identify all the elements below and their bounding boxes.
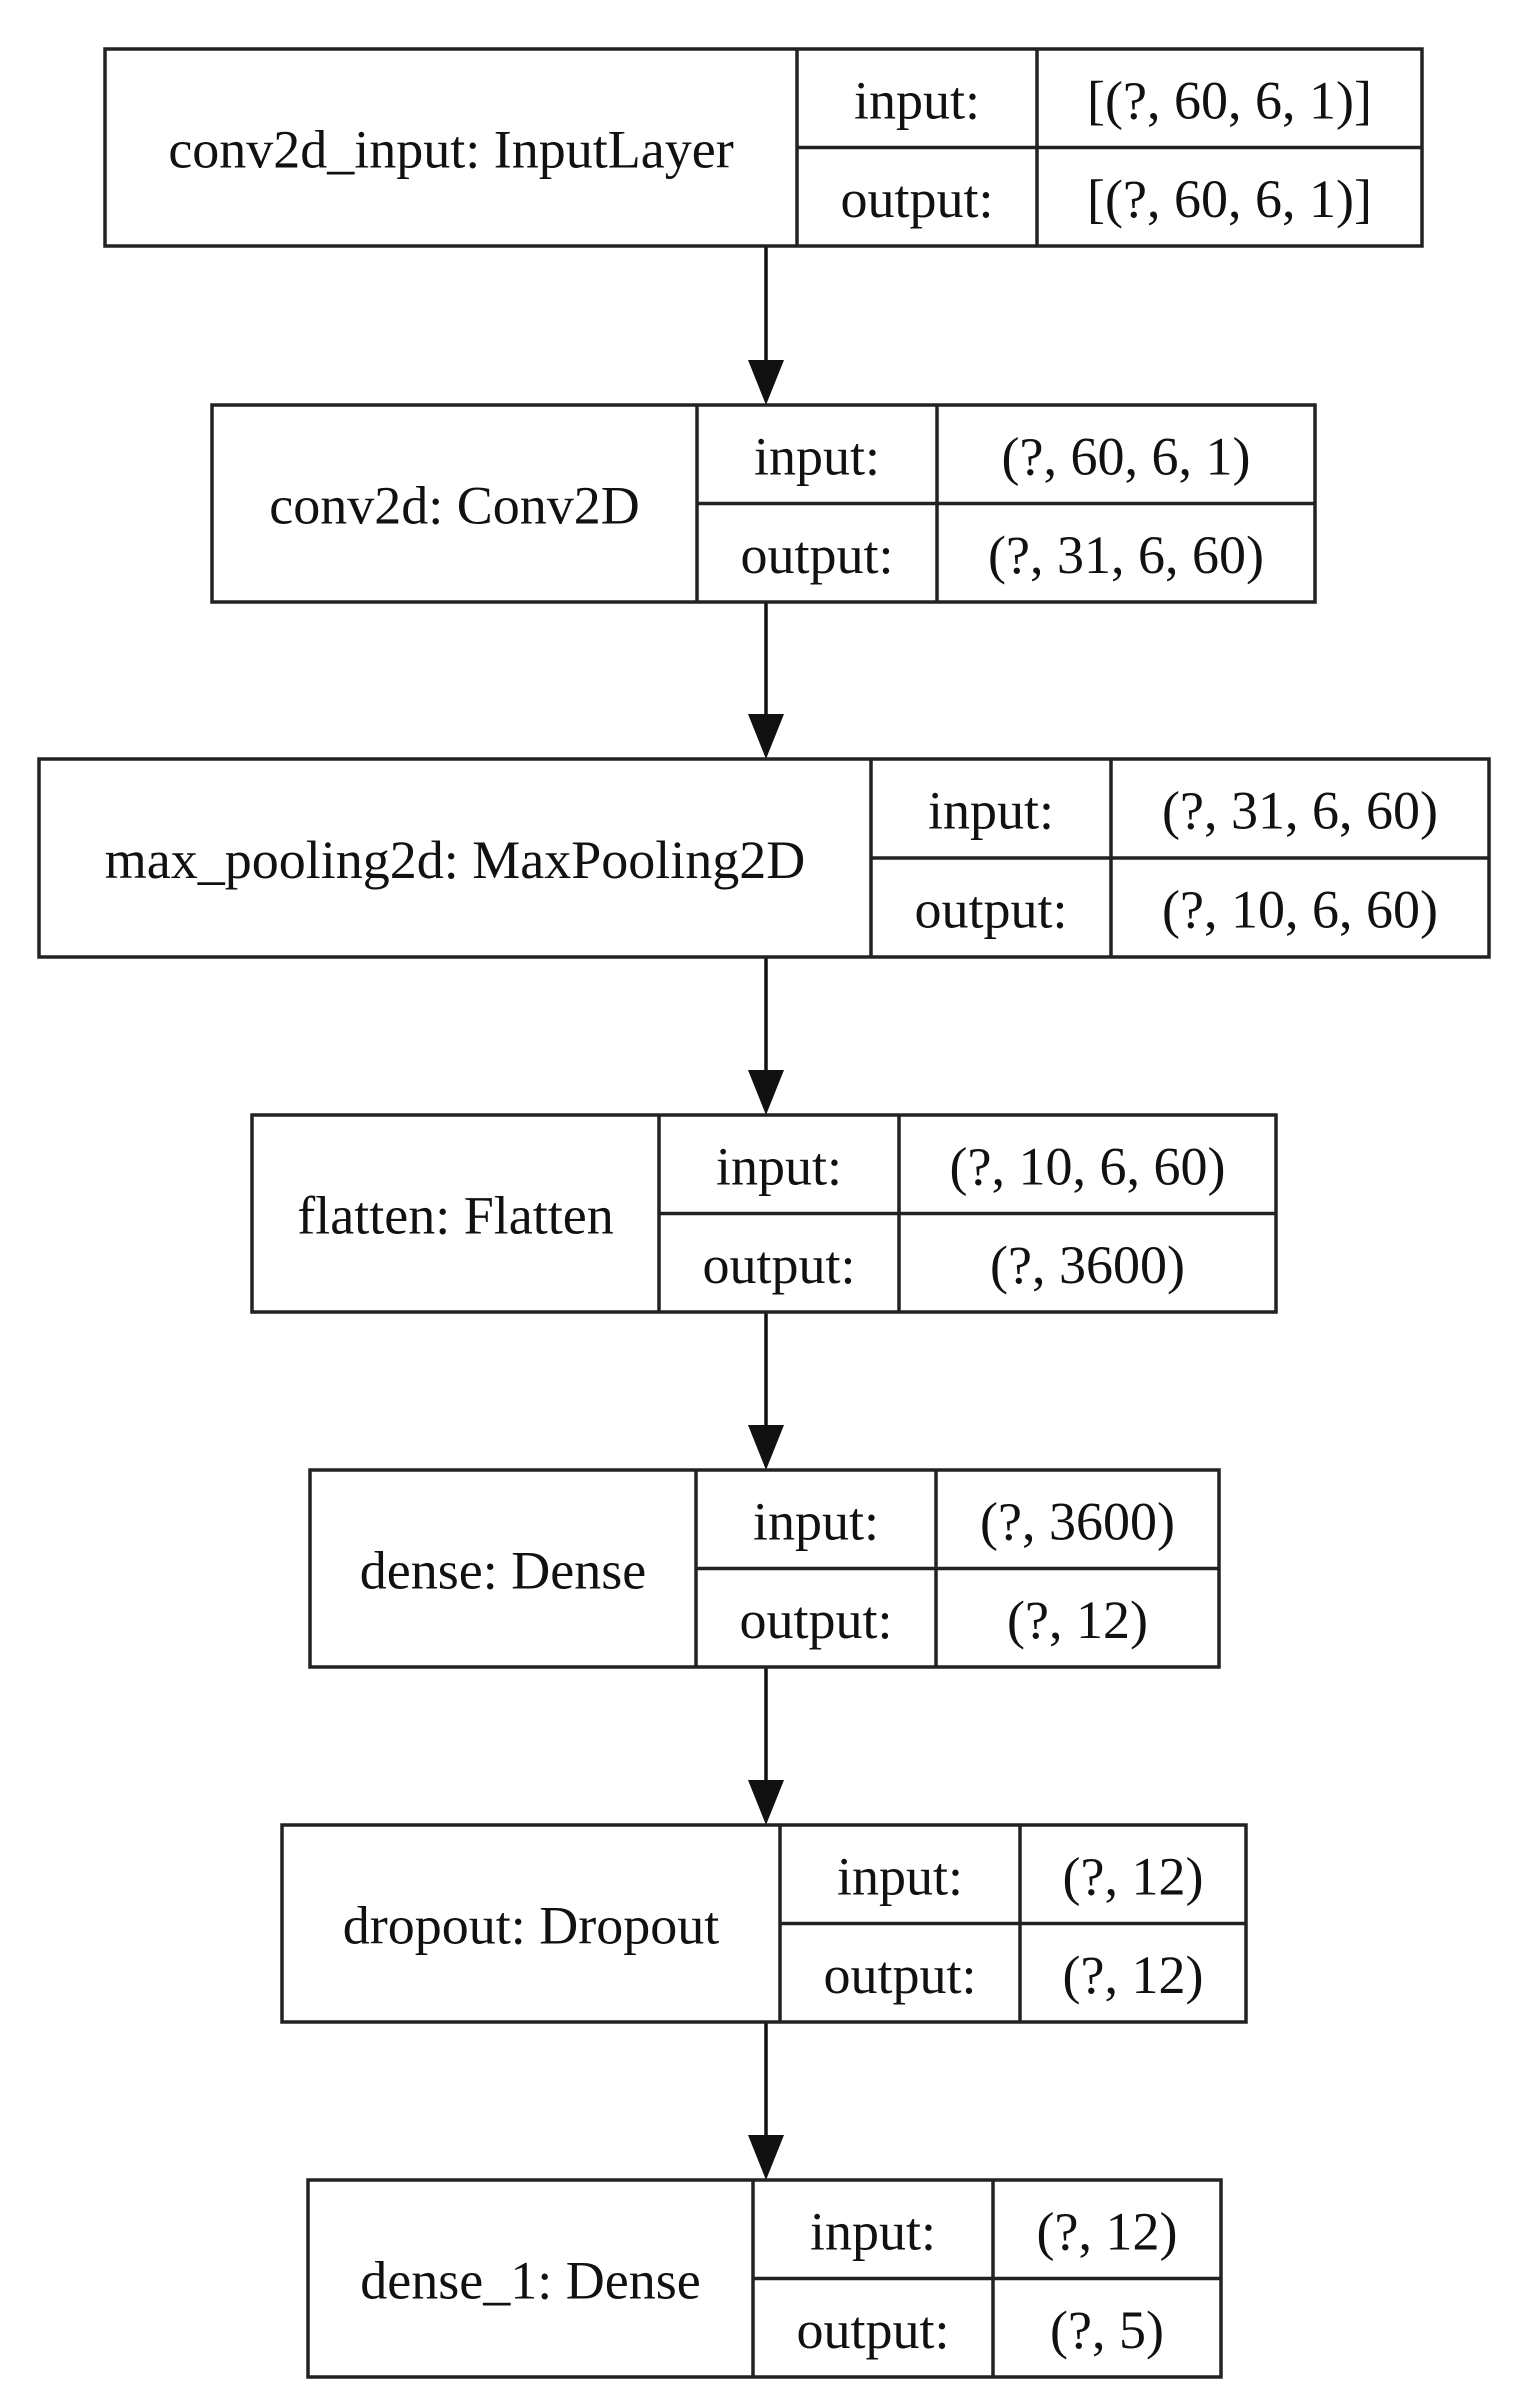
input-label: input: [837,1846,963,1906]
nodes-layer: conv2d_input: InputLayer input: output: [(?… [37,47,1491,2379]
input-label: input: [854,70,980,130]
layer-node: conv2d: Conv2D input: output: (?, 60, 6, 1)… [210,403,1317,604]
edge-arrow [748,1312,784,1470]
input-label: input: [754,426,880,486]
layer-name: conv2d_input: InputLayer [168,120,733,180]
edge-arrow [748,602,784,759]
output-label: output: [796,2300,949,2360]
arrow-head-icon [748,1425,784,1470]
layer-node: dense: Dense input: output: (?, 3600) (?, 12… [308,1468,1221,1669]
layer-name: flatten: Flatten [297,1186,613,1246]
output-label: output: [740,525,893,585]
arrow-head-icon [748,360,784,405]
output-label: output: [823,1945,976,2005]
arrow-head-icon [748,714,784,759]
input-shape: (?, 60, 6, 1) [1002,426,1251,486]
output-shape: (?, 12) [1063,1945,1204,2005]
output-label: output: [840,169,993,229]
output-shape: (?, 12) [1007,1590,1148,1650]
input-label: input: [810,2201,936,2261]
layer-name: conv2d: Conv2D [269,476,640,536]
edge-arrow [748,2022,784,2180]
arrow-head-icon [748,1070,784,1115]
output-label: output: [702,1235,855,1295]
output-shape: (?, 3600) [990,1235,1185,1295]
output-shape: (?, 10, 6, 60) [1162,880,1438,940]
input-label: input: [928,781,1054,841]
output-shape: (?, 5) [1050,2300,1164,2360]
layer-box [280,1823,1248,2024]
input-shape: (?, 12) [1037,2201,1178,2261]
edge-arrow [748,1667,784,1825]
output-label: output: [739,1590,892,1650]
layer-node: conv2d_input: InputLayer input: output: [(?… [103,47,1424,248]
input-label: input: [753,1491,879,1551]
layer-node: flatten: Flatten input: output: (?, 10, 6, … [250,1113,1278,1314]
layer-name: dropout: Dropout [343,1896,719,1956]
input-label: input: [716,1136,842,1196]
edge-arrow [748,957,784,1115]
layer-name: dense: Dense [360,1541,646,1601]
layer-name: max_pooling2d: MaxPooling2D [105,830,806,890]
layer-name: dense_1: Dense [360,2251,700,2311]
output-label: output: [914,880,1067,940]
input-shape: (?, 10, 6, 60) [950,1136,1226,1196]
arrow-head-icon [748,2135,784,2180]
layer-node: max_pooling2d: MaxPooling2D input: output:… [37,757,1491,959]
edges-layer [748,246,784,2180]
layer-node: dropout: Dropout input: output: (?, 12) (?, … [280,1823,1248,2024]
arrow-head-icon [748,1780,784,1825]
input-shape: (?, 12) [1063,1846,1204,1906]
input-shape: (?, 31, 6, 60) [1162,781,1438,841]
edge-arrow [748,246,784,405]
output-shape: [(?, 60, 6, 1)] [1087,169,1372,229]
input-shape: (?, 3600) [980,1491,1175,1551]
layer-node: dense_1: Dense input: output: (?, 12) (?, 5) [306,2178,1223,2379]
input-shape: [(?, 60, 6, 1)] [1087,70,1372,130]
output-shape: (?, 31, 6, 60) [988,525,1264,585]
